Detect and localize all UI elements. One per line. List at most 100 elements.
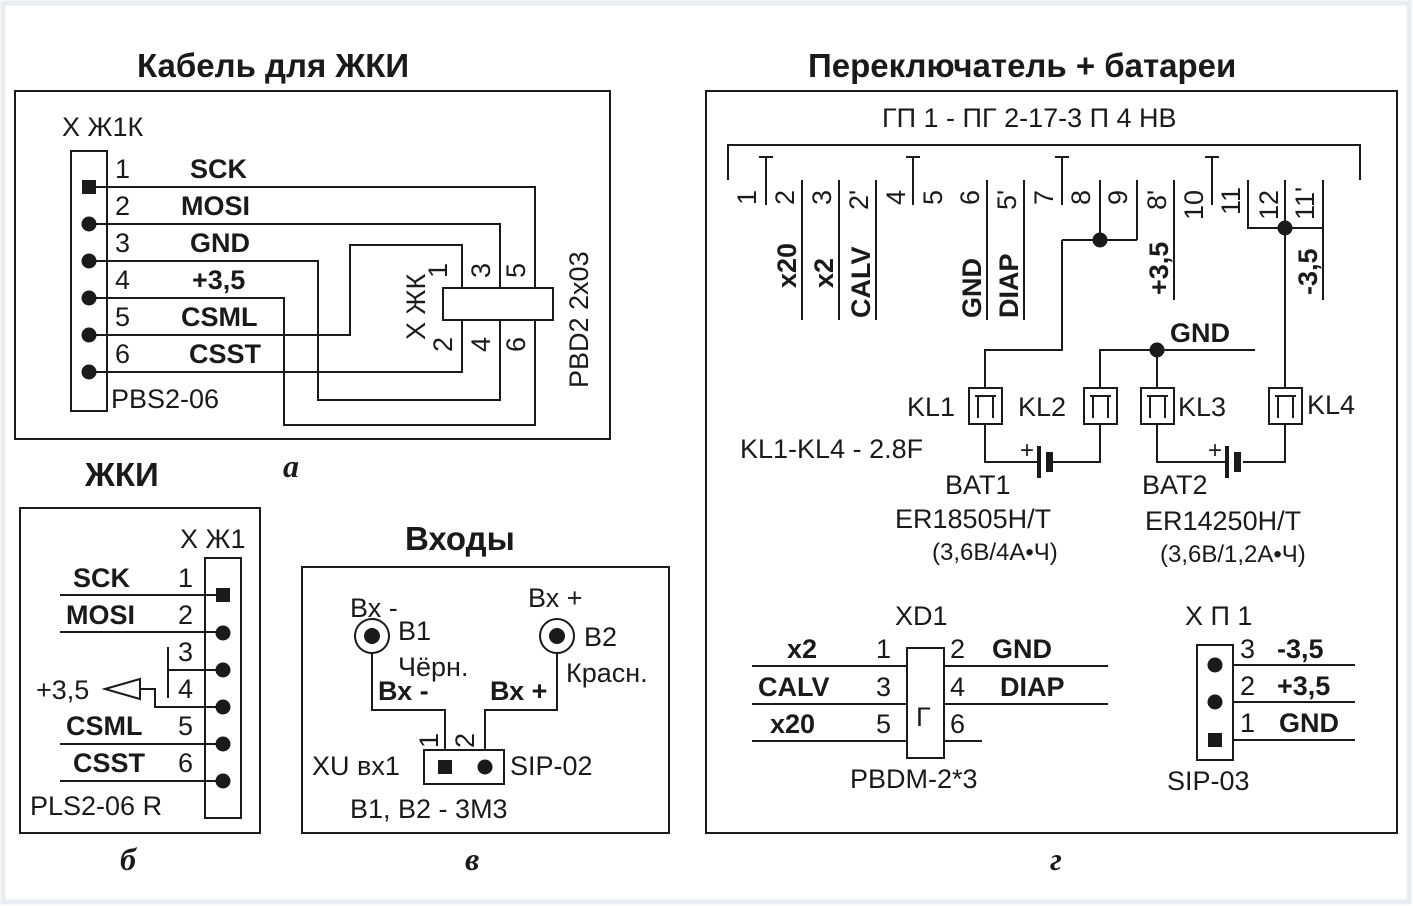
panel-v-caption: в [465,841,479,877]
clip-label: KL3 [1178,392,1226,422]
panel-b-title: ЖКИ [84,456,159,493]
pin1-square [438,760,452,774]
switch-pin: 11' [1290,187,1320,220]
panel-a-frame [14,90,611,440]
signal-label: SCK [190,154,248,184]
xd1-right-signal: DIAP [1000,672,1065,702]
pin-number: 5 [178,711,193,741]
signal-label: SCK [73,563,131,593]
switch-leads [801,180,1324,388]
switch-pin: 12 [1254,190,1284,220]
switch-pin: 6 [955,190,985,205]
panel-v-frame [301,566,670,834]
signal-label: CSML [66,711,143,741]
signal-calv: CALV [846,247,876,319]
pin-number: 6 [178,748,193,778]
bat1-ref: BAT1 [945,470,1011,500]
bat1-plate-long [1037,446,1041,478]
signal-label: CSML [181,302,258,332]
input-plus-polarity: Вх + [528,583,582,613]
clips-note: KL1-KL4 - 2.8F [740,434,923,464]
conn-xzhk-body [442,287,554,321]
switch-pin: 8' [1142,190,1172,210]
battery-wiring [984,424,1286,463]
signal-plus-3v5: +3,5 [1144,242,1174,295]
clip-label: KL2 [1018,392,1066,422]
conn-xu-label: XU вх1 [312,751,400,781]
clip-label: KL4 [1307,390,1355,420]
pin-number: 2 [1240,671,1255,701]
switch-pin: 7 [1029,190,1059,205]
pin-number: 2 [115,191,130,221]
pin-number: 6 [950,709,965,739]
pin-dot [81,364,97,380]
xp1-type: SIP-03 [1167,766,1250,796]
signal-gnd-bus: GND [1170,318,1230,348]
pin-number: 1 [876,634,891,664]
pin-dot [81,327,97,343]
bat2-spec: (3,6В/1,2А•Ч) [1160,541,1306,568]
pin-number: 1 [423,263,453,278]
conn-xzhk-label: Х ЖК [401,274,431,340]
pin-dot [1207,694,1223,710]
pin-dot [81,253,97,269]
pin-number: 3 [178,637,193,667]
pin-number: 5 [115,302,130,332]
signal-gnd: GND [957,258,987,318]
switch-body [727,144,1361,180]
clip-kl4 [1268,387,1303,425]
switch-pin: 2' [844,190,874,210]
panel-g-frame [705,90,1398,834]
input-minus-wire: Вх - [378,676,429,706]
panel-g-caption: г [1050,841,1062,877]
panel-v-title: Входы [405,520,515,557]
panel-a-caption: а [283,448,299,484]
bat2-plus: + [1208,437,1222,464]
input-minus-ref: В1 [398,616,431,646]
conn-xzh1-label: Х Ж1 [180,524,245,554]
switch-pin: 5 [918,190,948,205]
switch-pin: 5' [992,190,1022,210]
panel-g-title: Переключатель + батареи [808,47,1236,84]
bat2-ref: BAT2 [1142,470,1208,500]
clip-kl2 [1083,387,1118,425]
signal-label: CSST [73,748,146,778]
xd1-right-signal: GND [992,634,1052,664]
conn-xu-body [423,749,505,785]
panel-b-frame [19,507,261,834]
pin-dot [477,759,493,775]
pin1-square [1208,733,1222,747]
xp1-signal: -3,5 [1277,634,1324,664]
xp1-wires [1233,664,1355,741]
jack-note: В1, В2 - 3М3 [350,794,508,824]
junction-dot [1277,220,1293,236]
switch-pin: 9 [1103,190,1133,205]
input-minus-polarity: Вх - [350,593,398,623]
junction-dot [1149,342,1165,358]
bat2-type: ER14250H/T [1145,506,1301,536]
pin-number: 4 [178,674,193,704]
pin-dot [81,216,97,232]
xp1-ref: Х П 1 [1185,601,1252,631]
pin-number: 4 [950,672,965,702]
bat1-spec: (3,6В/4А•Ч) [932,539,1058,566]
pin-number: 5 [501,263,531,278]
panel-b-caption: б [120,841,138,877]
pin1-square [82,180,96,194]
xd1-left-signal: CALV [758,672,830,702]
pin-number: 3 [1240,634,1255,664]
xd1-ref: XD1 [895,601,948,631]
pin-number: 1 [178,563,193,593]
pin-number: 1 [1240,708,1255,738]
conn-xzh1k-type: PBS2-06 [111,384,219,414]
xd1-wires [752,665,1108,742]
signal-x20: x20 [772,243,802,288]
xd1-mark: Г [916,702,931,732]
pin-number: 4 [466,337,496,352]
pin-number: 3 [466,263,496,278]
bat1-plus: + [1020,437,1034,464]
input-plus-ref: В2 [584,622,617,652]
conn-xzh1-type: PLS2-06 R [30,791,162,821]
